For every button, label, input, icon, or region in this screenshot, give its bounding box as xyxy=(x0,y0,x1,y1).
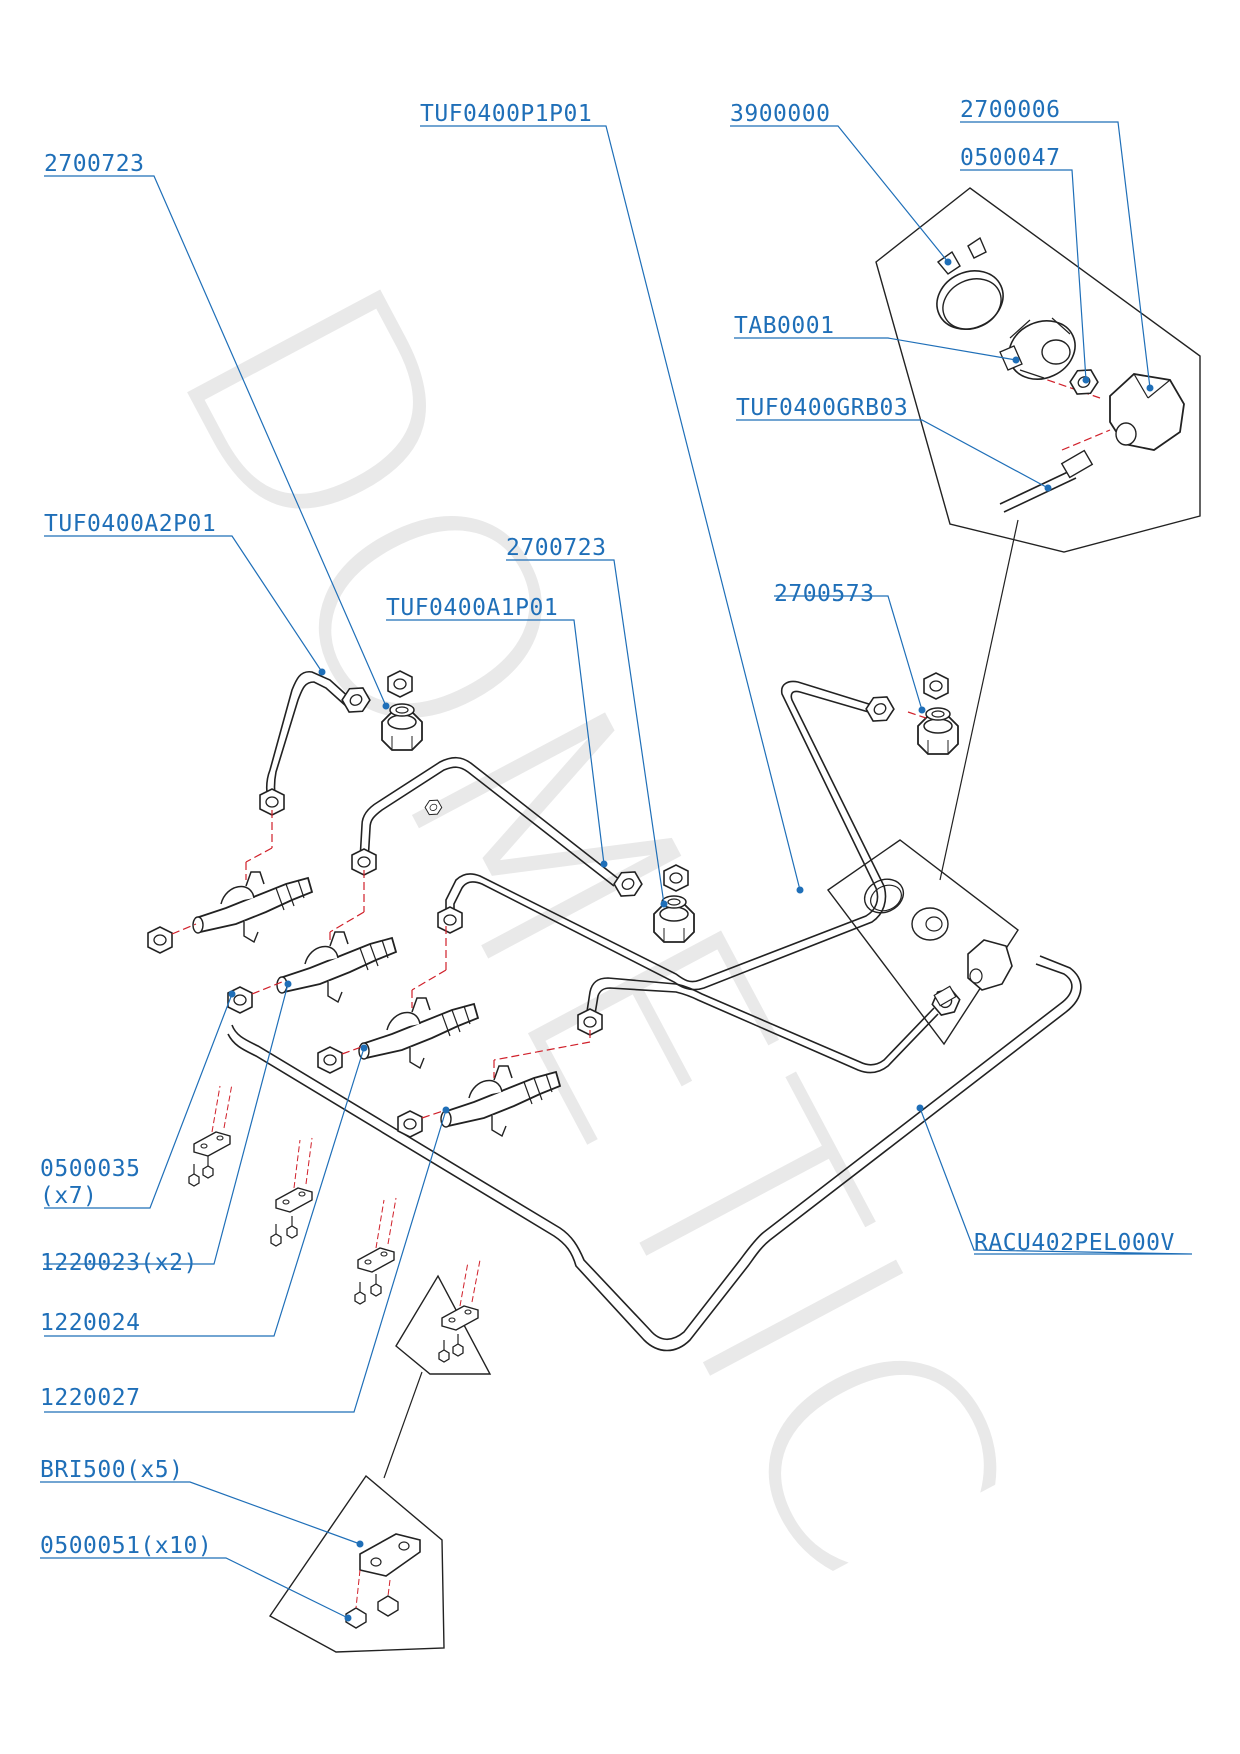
fitting-nut xyxy=(387,670,413,698)
fitting-nut xyxy=(663,864,689,892)
fitting-nut xyxy=(923,672,949,700)
label-bri500[interactable]: BRI500(x5) xyxy=(40,1457,184,1483)
valve-nut xyxy=(397,1110,423,1138)
tube-tuf0400grb03 xyxy=(585,977,939,1074)
label-2700573[interactable]: 2700573 xyxy=(774,581,875,607)
tube-end-nut xyxy=(862,690,898,728)
label-0500035-qty: (x7) xyxy=(40,1183,98,1209)
fitting-2700573 xyxy=(917,707,959,755)
clip-detail-box-small xyxy=(383,1259,492,1479)
clip-group-3 xyxy=(354,1197,397,1305)
clip-detail-box-large xyxy=(268,1474,445,1653)
label-0500047[interactable]: 0500047 xyxy=(960,145,1061,171)
label-0500035[interactable]: 0500035 xyxy=(40,1156,141,1182)
clip-group-1 xyxy=(188,1083,233,1187)
label-tuf0400p1p01[interactable]: TUF0400P1P01 xyxy=(420,101,593,127)
label-1220024[interactable]: 1220024 xyxy=(40,1310,141,1336)
leader-lines xyxy=(40,121,1193,1619)
label-tuf0400a1p01[interactable]: TUF0400A1P01 xyxy=(386,595,559,621)
valve-1 xyxy=(192,871,313,943)
label-tuf0400a2p01[interactable]: TUF0400A2P01 xyxy=(44,511,217,537)
main-rail-racu402pel000v xyxy=(227,955,1082,1352)
label-1220027[interactable]: 1220027 xyxy=(40,1385,141,1411)
tube-tuf0400p1p01 xyxy=(445,680,887,991)
label-2700723-mid[interactable]: 2700723 xyxy=(506,535,607,561)
label-3900000[interactable]: 3900000 xyxy=(730,101,831,127)
valve-2 xyxy=(276,931,397,1003)
clip-group-2 xyxy=(270,1137,313,1247)
label-tab0001[interactable]: TAB0001 xyxy=(734,313,835,339)
leader-dots xyxy=(228,258,1154,1622)
label-1220023[interactable]: 1220023(x2) xyxy=(40,1250,198,1276)
label-tuf0400grb03[interactable]: TUF0400GRB03 xyxy=(736,395,909,421)
label-2700006[interactable]: 2700006 xyxy=(960,97,1061,123)
label-racu402pel000v[interactable]: RACU402PEL000V xyxy=(974,1230,1175,1256)
regulator-detail-box xyxy=(875,187,1201,881)
tube-end-nut xyxy=(437,906,463,934)
label-2700723-top[interactable]: 2700723 xyxy=(44,151,145,177)
assembly-centerlines xyxy=(171,375,1111,1119)
label-0500051[interactable]: 0500051(x10) xyxy=(40,1533,213,1559)
regulator-small-box xyxy=(422,796,1019,1046)
valve-nut xyxy=(317,1046,343,1074)
tube-tuf0400a1p01 xyxy=(359,756,621,887)
valve-nut xyxy=(147,926,173,954)
